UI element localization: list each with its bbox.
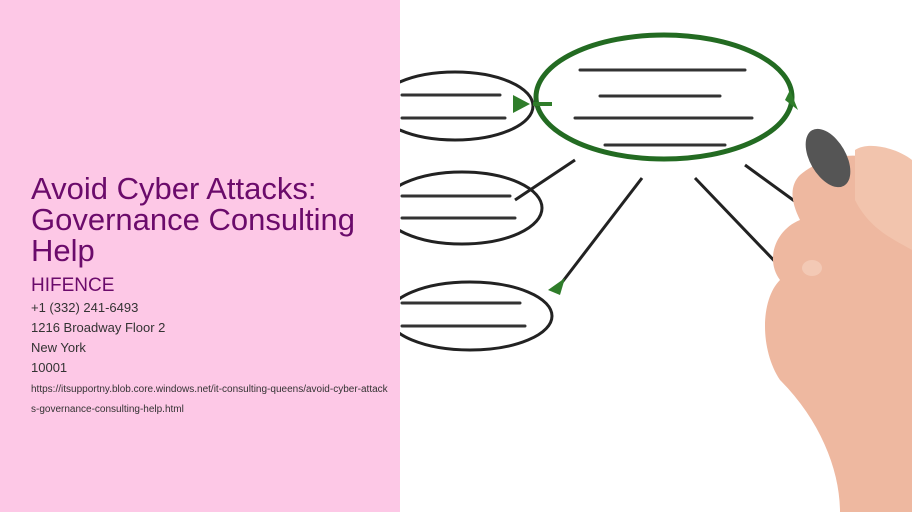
hand-illustration xyxy=(765,128,912,512)
city: New York xyxy=(31,340,86,355)
page-url[interactable]: https://itsupportny.blob.core.windows.ne… xyxy=(31,384,388,415)
zip-code: 10001 xyxy=(31,360,68,375)
info-panel: Avoid Cyber Attacks: Governance Consulti… xyxy=(0,0,400,512)
mindmap-illustration xyxy=(375,32,912,512)
page-title: Avoid Cyber Attacks: Governance Consulti… xyxy=(31,171,355,268)
node-ellipse xyxy=(380,170,544,246)
street-address: 1216 Broadway Floor 2 xyxy=(31,320,166,335)
phone-number: +1 (332) 241-6493 xyxy=(31,300,139,315)
node-ellipse xyxy=(386,280,554,352)
info-content: Avoid Cyber Attacks: Governance Consulti… xyxy=(31,173,391,420)
scribbled-label-lines xyxy=(400,68,754,328)
company-name: HIFENCE xyxy=(31,275,115,296)
hero-image xyxy=(375,0,912,512)
arrow-heads xyxy=(513,90,798,295)
